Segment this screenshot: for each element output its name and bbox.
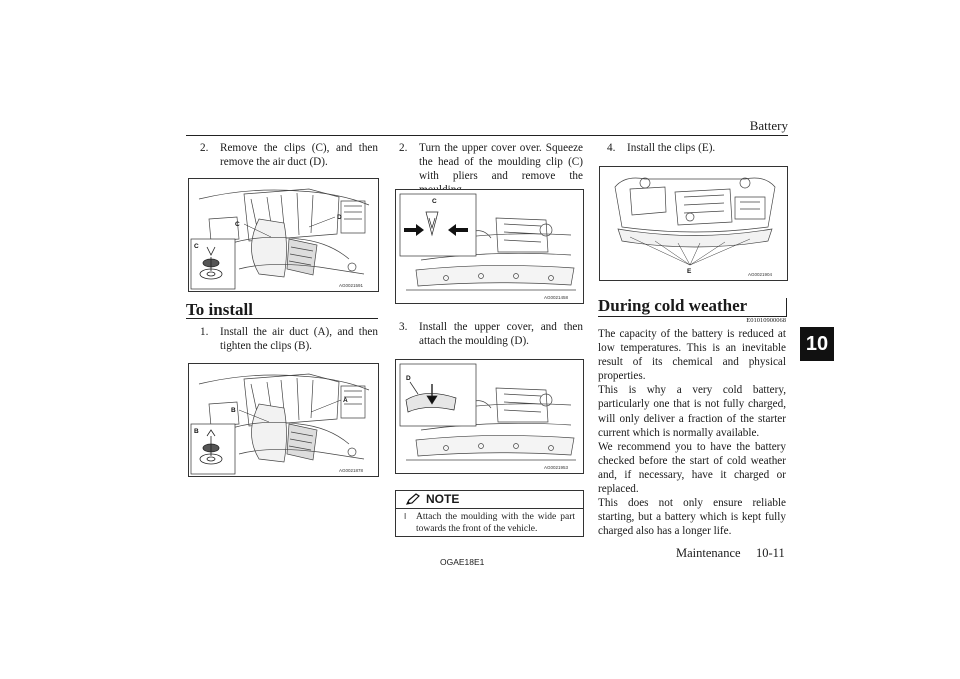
engine-bay-illustration: B A B AG0021878 xyxy=(190,373,370,475)
figure-install-air-duct: B A B AG0021878 xyxy=(188,363,379,477)
page-number: 10-11 xyxy=(756,546,785,560)
figure-moulding-clip: C AG0021458 xyxy=(395,189,584,304)
chapter-tab: 10 xyxy=(800,327,834,361)
step-attach-moulding: 3. Install the upper cover, and then att… xyxy=(399,320,583,348)
figure-code: AG0021904 xyxy=(748,272,773,277)
footer-section-name: Maintenance xyxy=(676,546,741,560)
callout-d: D xyxy=(406,375,411,382)
cold-weather-text: The capacity of the battery is reduced a… xyxy=(598,327,786,538)
heading-rule xyxy=(186,318,378,319)
paragraph: The capacity of the battery is reduced a… xyxy=(598,328,786,383)
step-text: Install the air duct (A), and then tight… xyxy=(220,326,378,352)
header-rule xyxy=(186,135,788,136)
step-number: 2. xyxy=(200,142,209,154)
figure-install-clips: E AG0021904 xyxy=(599,166,788,281)
engine-bay-illustration: E AG0021904 xyxy=(614,177,776,277)
figure-code: AG0021591 xyxy=(339,283,364,288)
step-number: 1. xyxy=(200,326,209,338)
step-number: 4. xyxy=(607,142,616,154)
callout-c: C xyxy=(432,198,437,205)
note-text: Attach the moulding with the wide part t… xyxy=(416,512,575,534)
figure-attach-moulding: D AG0021953 xyxy=(395,359,584,474)
figure-code: AG0021878 xyxy=(339,468,364,473)
heading-rule xyxy=(598,316,786,317)
engine-bay-illustration: C D C AG0021591 xyxy=(190,188,370,290)
upper-cover-illustration: D AG0021953 xyxy=(399,363,576,470)
callout-c: C xyxy=(235,221,240,228)
callout-e: E xyxy=(687,268,692,275)
paragraph: This is why a very cold battery, particu… xyxy=(598,384,786,439)
paragraph: We recommend you to have the battery che… xyxy=(598,440,786,496)
callout-b: B xyxy=(231,407,236,414)
section-code: E01010900068 xyxy=(746,317,786,324)
running-title: Battery xyxy=(749,118,788,133)
inset-callout-b: B xyxy=(194,428,199,435)
callout-a: A xyxy=(343,397,348,404)
note-header: NOTE xyxy=(396,491,583,509)
heading-during-cold-weather: During cold weather xyxy=(598,296,748,315)
document-code: OGAE18E1 xyxy=(440,557,485,567)
step-number: 3. xyxy=(399,321,408,333)
step-remove-air-duct: 2. Remove the clips (C), and then remove… xyxy=(200,141,378,169)
figure-remove-air-duct: C D C AG0021591 xyxy=(188,178,379,292)
step-text: Install the clips (E). xyxy=(627,142,716,154)
step-install-air-duct: 1. Install the air duct (A), and then ti… xyxy=(200,325,378,353)
paragraph: This does not only ensure reliable start… xyxy=(598,497,786,538)
figure-code: AG0021953 xyxy=(544,465,569,470)
step-text: Install the upper cover, and then attach… xyxy=(419,321,583,347)
inset-callout-c: C xyxy=(194,243,199,250)
upper-cover-illustration: C AG0021458 xyxy=(399,193,576,300)
step-install-clips: 4. Install the clips (E). xyxy=(607,141,787,155)
heading-rule-end xyxy=(786,298,787,317)
figure-code: AG0021458 xyxy=(544,295,569,300)
note-label: NOTE xyxy=(426,492,460,506)
bullet-icon: l xyxy=(404,512,407,521)
heading-to-install: To install xyxy=(186,300,253,319)
callout-d: D xyxy=(337,214,342,221)
pencil-icon xyxy=(406,493,420,505)
note-box: NOTE l Attach the moulding with the wide… xyxy=(395,490,584,537)
step-text: Remove the clips (C), and then remove th… xyxy=(220,142,378,168)
step-number: 2. xyxy=(399,142,408,154)
note-item: l Attach the moulding with the wide part… xyxy=(404,511,575,535)
